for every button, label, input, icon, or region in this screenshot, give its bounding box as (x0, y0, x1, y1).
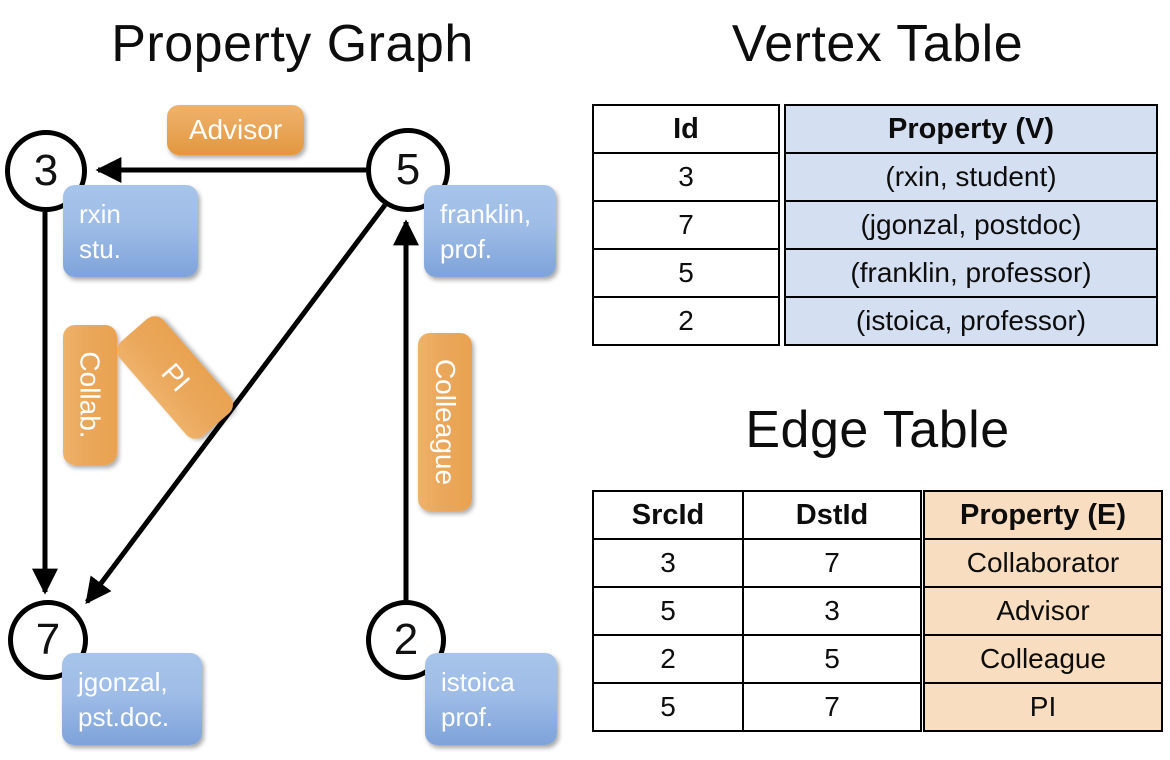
table-row: Colleague (923, 634, 1163, 684)
vertex-table-header-property: Property (V) (784, 104, 1158, 154)
vertex-table-id-1: 7 (592, 200, 780, 250)
vertex-table-id-column: Id 3 7 5 2 (592, 104, 780, 346)
table-row: (jgonzal, postdoc) (784, 200, 1158, 250)
graph-node-7-label: 7 (35, 615, 61, 664)
vertex-table-id-0: 3 (592, 152, 780, 202)
graph-node-5[interactable]: 5 (366, 128, 450, 212)
vertex-property-box-2-line1: istoica (441, 667, 515, 697)
table-row: 3 (592, 152, 780, 202)
page-title-property-graph: Property Graph (111, 15, 474, 73)
edge-label-advisor-text: Advisor (188, 114, 283, 145)
edge-table-src-2: 2 (592, 634, 744, 684)
graph-node-5-label: 5 (395, 145, 421, 194)
table-row: 5 7 (592, 682, 922, 732)
vertex-table-id-2: 5 (592, 248, 780, 298)
vertex-property-box-3-line1: rxin (79, 199, 121, 229)
graph-node-3-label: 3 (33, 146, 59, 195)
page-title-vertex-table: Vertex Table (731, 15, 1024, 73)
edge-label-colleague: Colleague (418, 333, 472, 511)
edge-table-id-columns: SrcId DstId 3 7 5 3 2 5 5 7 (592, 490, 922, 732)
edge-table-dst-2: 5 (742, 634, 922, 684)
edge-line-5-to-7 (85, 203, 387, 605)
graph-node-2[interactable]: 2 (366, 600, 446, 680)
edge-table-dst-1: 3 (742, 586, 922, 636)
table-row: 5 (592, 248, 780, 298)
edge-table-src-3: 5 (592, 682, 744, 732)
edge-table-property-2: Colleague (923, 634, 1163, 684)
edge-table-property-1: Advisor (923, 586, 1163, 636)
table-row: (rxin, student) (784, 152, 1158, 202)
vertex-property-box-7-line1: jgonzal, (78, 667, 168, 697)
table-row: PI (923, 682, 1163, 732)
edge-table-dst-3: 7 (742, 682, 922, 732)
vertex-property-box-3-line2: stu. (79, 234, 121, 265)
edge-table-header-property: Property (E) (923, 490, 1163, 540)
vertex-table-id-3: 2 (592, 296, 780, 346)
vertex-table-header-row: Property (V) (784, 104, 1158, 154)
table-row: Collaborator (923, 538, 1163, 588)
edge-label-colleague-text: Colleague (430, 358, 462, 486)
table-row: 7 (592, 200, 780, 250)
edge-label-advisor: Advisor (167, 105, 304, 155)
graph-node-2-label: 2 (393, 615, 419, 664)
edge-table-property-column: Property (E) Collaborator Advisor Collea… (923, 490, 1163, 732)
edge-label-pi-text: PI (154, 357, 196, 398)
vertex-property-box-2: istoica prof. (425, 653, 557, 745)
vertex-table-property-0: (rxin, student) (784, 152, 1158, 202)
edge-table-src-1: 5 (592, 586, 744, 636)
table-row: Advisor (923, 586, 1163, 636)
table-row: 2 (592, 296, 780, 346)
table-row: (franklin, professor) (784, 248, 1158, 298)
edge-table-dst-0: 7 (742, 538, 922, 588)
edge-label-collab-text: Collab. (75, 351, 107, 439)
vertex-property-box-7-line2: pst.doc. (78, 702, 170, 733)
edge-table-header-row: Property (E) (923, 490, 1163, 540)
edge-table-header-row: SrcId DstId (592, 490, 922, 540)
edge-label-collab: Collab. (63, 325, 117, 465)
vertex-property-box-7: jgonzal, pst.doc. (62, 653, 202, 745)
vertex-property-box-5-line1: franklin, (440, 199, 532, 229)
table-row: 3 7 (592, 538, 922, 588)
vertex-property-box-2-line2: prof. (441, 702, 494, 733)
vertex-table-property-column: Property (V) (rxin, student) (jgonzal, p… (784, 104, 1158, 346)
edge-table-property-0: Collaborator (923, 538, 1163, 588)
edge-table-property-3: PI (923, 682, 1163, 732)
vertex-property-box-3: rxin stu. (63, 185, 198, 277)
edge-table-header-srcid: SrcId (592, 490, 744, 540)
vertex-table-property-3: (istoica, professor) (784, 296, 1158, 346)
vertex-table-property-2: (franklin, professor) (784, 248, 1158, 298)
table-row: 2 5 (592, 634, 922, 684)
table-row: (istoica, professor) (784, 296, 1158, 346)
vertex-property-box-5-line2: prof. (440, 234, 493, 265)
table-row: 5 3 (592, 586, 922, 636)
vertex-table-header-row: Id (592, 104, 780, 154)
vertex-table-property-1: (jgonzal, postdoc) (784, 200, 1158, 250)
edge-table-header-dstid: DstId (742, 490, 922, 540)
property-graph-edges (32, 157, 419, 605)
vertex-table-header-id: Id (592, 104, 780, 154)
edge-table-src-0: 3 (592, 538, 744, 588)
page-title-edge-table: Edge Table (745, 401, 1010, 459)
vertex-property-box-5: franklin, prof. (424, 185, 556, 277)
